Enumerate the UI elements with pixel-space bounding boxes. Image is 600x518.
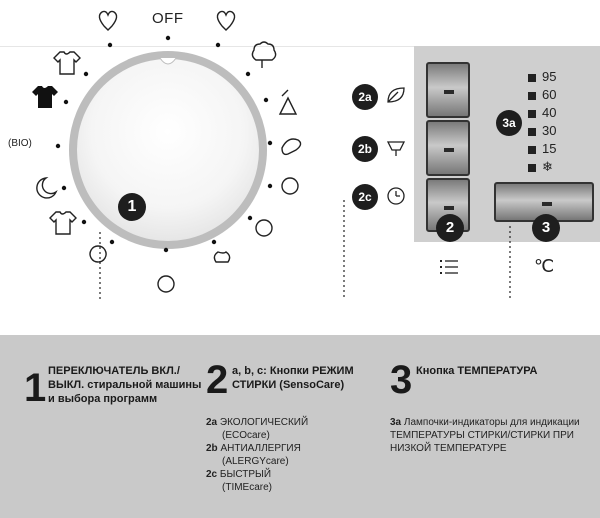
legend-3-desc: 3a Лампочки-индикаторы для индикации ТЕМ… (390, 417, 580, 454)
off-label: OFF (152, 10, 184, 27)
spin-icon (213, 251, 231, 263)
tshirt-icon (53, 51, 81, 75)
legend-2a: 2a ЭКОЛОГИЧЕСКИЙ (206, 417, 309, 428)
leader-2 (343, 200, 345, 300)
eco-leaf-icon (387, 87, 405, 103)
dial-notch (159, 57, 177, 65)
badge-3a: 3a (496, 110, 522, 136)
list-icon (440, 260, 458, 274)
badge-2c: 2c (352, 184, 378, 210)
dial-knob (77, 59, 259, 241)
quick-17-icon (255, 219, 273, 237)
heart-1-icon (216, 10, 236, 31)
snowflake-icon: ❄ (542, 159, 553, 174)
dial-badge-1: 1 (118, 193, 146, 221)
legend-1-number: 1 (24, 366, 47, 410)
bio-label: (BIO) (8, 138, 32, 149)
legend-1-title: ПЕРЕКЛЮЧАТЕЛЬ ВКЛ./ ВЫКЛ. стиральной маш… (48, 365, 202, 405)
celsius-icon: ℃ (534, 256, 555, 276)
program-dots (55, 35, 273, 253)
badge-2a: 2a (352, 84, 378, 110)
legend-2b-sub: (ALERGYcare) (222, 456, 289, 467)
legend-2-list: 2a ЭКОЛОГИЧЕСКИЙ (ECOcare) 2b АНТИАЛЛЕРГ… (206, 416, 376, 494)
drain-icon (89, 245, 107, 263)
temp-row-40: 40 (528, 106, 556, 119)
mix-icon (278, 89, 298, 115)
program-dial-svg (32, 10, 511, 300)
temp-row-15: 15 (528, 142, 556, 155)
leader-3 (509, 226, 511, 300)
panel-edge-line (0, 46, 600, 47)
legend-2a-sub: (ECOcare) (222, 430, 270, 441)
heart-2-icon (98, 10, 118, 31)
temp-row-cold: ❄ (528, 160, 553, 173)
legend-3-title: Кнопка ТЕМПЕРАТУРА (416, 365, 538, 377)
legend-2c-sub: (TIMEcare) (222, 482, 272, 493)
cotton-icon (251, 41, 277, 68)
mode-icons-svg (386, 87, 406, 205)
flower-icon (157, 275, 175, 293)
legend-3-number: 3 (390, 358, 413, 402)
temp-row-95: 95 (528, 70, 556, 83)
jeans-icon (49, 211, 77, 235)
badge-3: 3 (532, 214, 560, 242)
legend-2b: 2b АНТИАЛЛЕРГИЯ (206, 443, 301, 454)
clock-icon (387, 187, 405, 205)
tshirt-dark-icon (32, 86, 58, 108)
wool-icon (281, 177, 299, 195)
leader-1 (99, 232, 101, 300)
legend-2c: 2c БЫСТРЫЙ (206, 469, 272, 480)
badge-2: 2 (436, 214, 464, 242)
night-icon (36, 177, 58, 199)
legend-2-title: a, b, c: Кнопки РЕЖИМ СТИРКИ (SensoCare) (232, 365, 354, 391)
hand-wash-icon (281, 138, 302, 156)
allergy-icon (386, 141, 406, 156)
badge-2b: 2b (352, 136, 378, 162)
temp-row-60: 60 (528, 88, 556, 101)
legend-area (0, 335, 600, 518)
mode-button-2b[interactable] (426, 120, 470, 176)
legend-2-number: 2 (206, 358, 229, 402)
mode-button-2a[interactable] (426, 62, 470, 118)
temp-row-30: 30 (528, 124, 556, 137)
